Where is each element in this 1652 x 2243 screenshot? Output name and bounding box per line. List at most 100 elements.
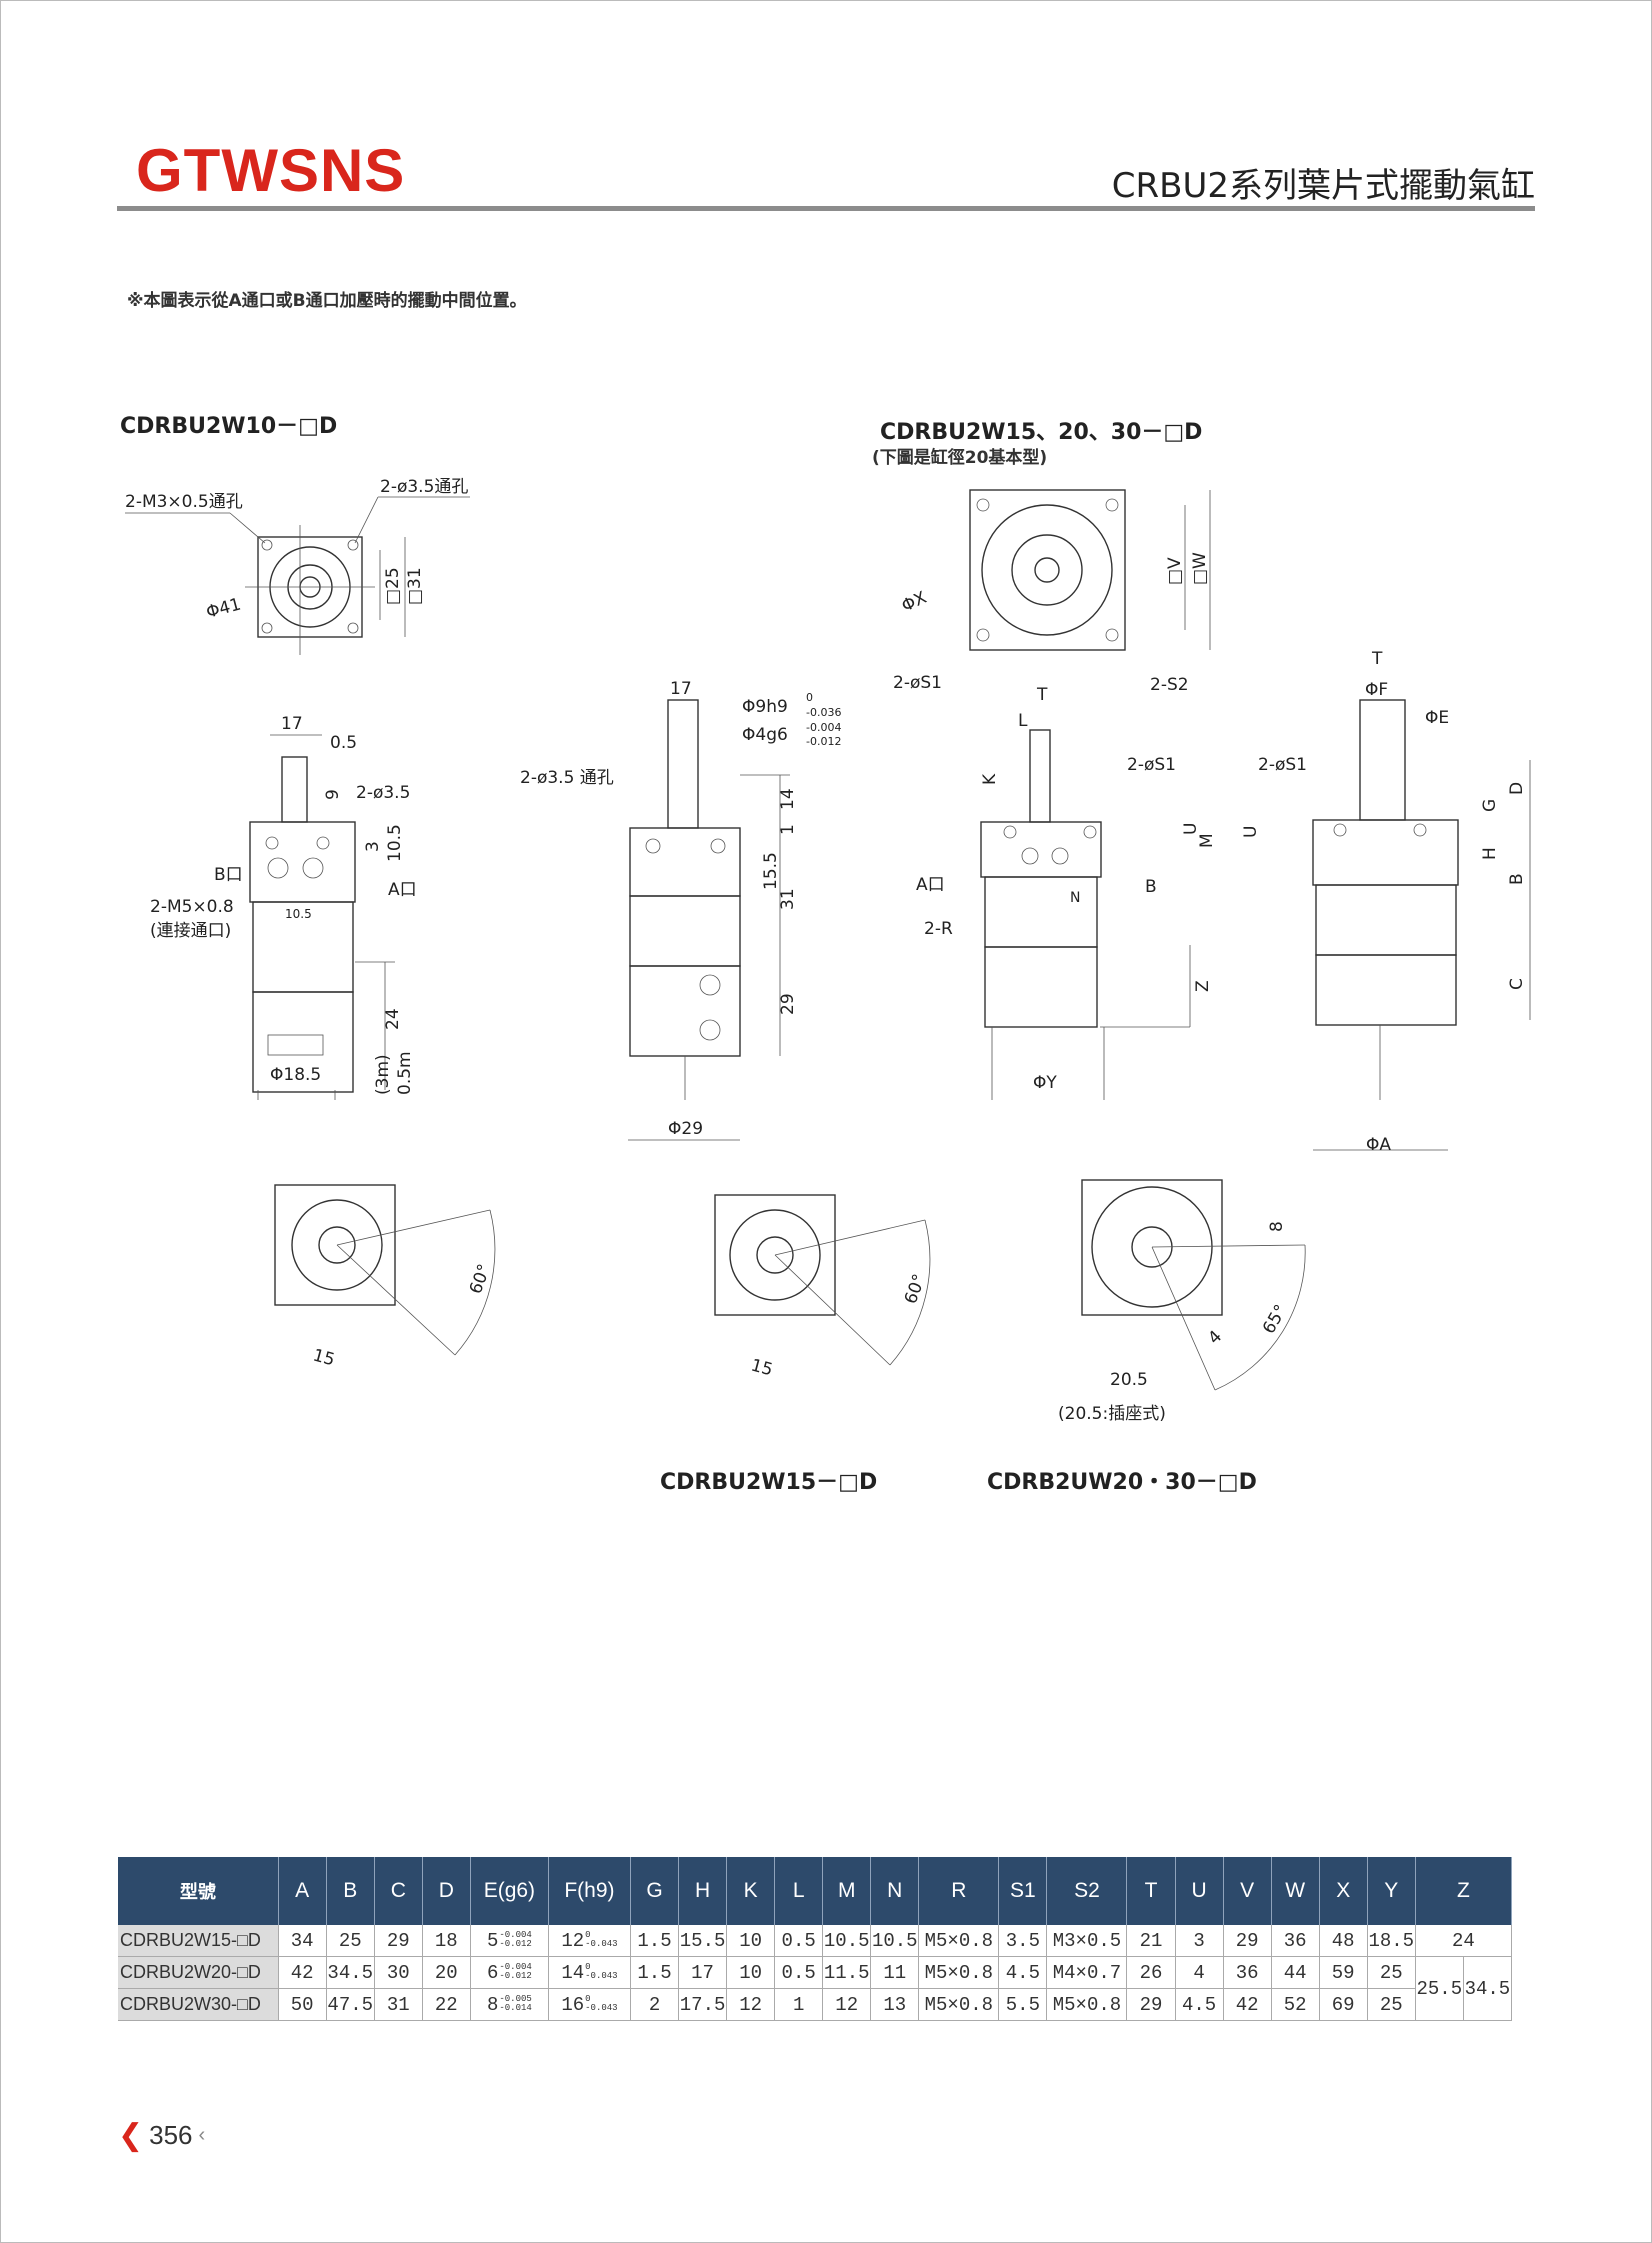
column-header: V: [1223, 1857, 1272, 1925]
label: 0: [806, 691, 813, 704]
table-cell: 59: [1319, 1956, 1368, 1989]
table-cell: 12: [822, 1988, 872, 2021]
label: 15.5: [761, 852, 781, 890]
table-cell: 31: [374, 1988, 423, 2021]
table-cell: 1.5: [630, 1925, 680, 1957]
label: 9: [323, 789, 343, 800]
label: 8: [1267, 1221, 1287, 1232]
nominal-value: 12: [561, 1929, 585, 1952]
model-cell: CDRBU2W30-□D: [118, 1988, 279, 2021]
label: 31: [778, 888, 798, 910]
label: C: [1507, 978, 1527, 990]
label: 2-ø3.5: [356, 783, 410, 803]
table-cell: 3: [1175, 1925, 1224, 1957]
label: (3m): [373, 1054, 393, 1095]
table-cell: 52: [1271, 1988, 1320, 2021]
table-cell: 29: [1126, 1988, 1176, 2021]
label: □25: [383, 567, 403, 605]
nominal-value: 6: [486, 1961, 499, 1984]
table-cell: 29: [374, 1925, 423, 1957]
model-title-w15-20-30: CDRBU2W15、20、30－□D: [880, 420, 1203, 445]
tolerance: -0.004-0.012: [499, 1963, 531, 1981]
tolerance-lo: -0.043: [585, 1971, 618, 1982]
spec-table: 型號 A B C D E(g6) F(h9) G H K L M N R S1 …: [118, 1857, 1513, 2021]
table-cell: 1.5: [630, 1956, 680, 1989]
label: A口: [916, 875, 945, 895]
label: □V: [1165, 557, 1185, 585]
brand-logo: GTWSNS: [136, 137, 406, 204]
model-subtitle: (下圖是缸徑20基本型): [872, 448, 1048, 468]
column-header: Y: [1367, 1857, 1416, 1925]
label: 2-ø3.5 通孔: [520, 768, 614, 788]
label: B口: [214, 865, 243, 885]
table-cell: 10: [726, 1925, 776, 1957]
column-header: B: [326, 1857, 375, 1925]
table-cell: 25: [1367, 1988, 1416, 2021]
table-cell: 10: [726, 1956, 776, 1989]
tolerance: -0.004-0.012: [499, 1931, 531, 1949]
drawing-bottom-view-w20-30: 8 65° 4 20.5 (20.5:插座式): [1058, 1179, 1306, 1424]
label: M: [1197, 833, 1217, 848]
column-header: H: [678, 1857, 728, 1925]
model-cell: CDRBU2W15-□D: [118, 1925, 279, 1957]
label: 2-M5×0.8: [150, 897, 234, 917]
label: ΦE: [1425, 708, 1449, 728]
table-cell: 25: [326, 1925, 375, 1957]
model-title-w15: CDRBU2W15－□D: [660, 1470, 878, 1495]
column-header: 型號: [118, 1857, 279, 1925]
column-header: M: [822, 1857, 872, 1925]
table-cell: 30: [374, 1956, 423, 1989]
drawing-w10-top-view: 2-M3×0.5通孔 2-ø3.5通孔 Φ41 □25 □31: [125, 477, 470, 655]
column-header: C: [374, 1857, 423, 1925]
table-cell: 48: [1319, 1925, 1368, 1957]
nominal-value: 14: [561, 1961, 585, 1984]
tolerance-lo: -0.012: [499, 1939, 532, 1950]
drawing-bottom-view-w10: 60° 15: [274, 1184, 496, 1371]
table-cell: 18.5: [1367, 1925, 1416, 1957]
table-cell: 18: [422, 1925, 471, 1957]
tolerance-lo: -0.012: [499, 1971, 532, 1982]
table-cell: 36: [1271, 1925, 1320, 1957]
nominal-value: 5: [486, 1929, 499, 1952]
drawing-w20-top-view: ΦX □V □W 2-øS1 2-S2: [893, 489, 1211, 695]
column-header: K: [726, 1857, 776, 1925]
label: 20.5: [1110, 1370, 1148, 1390]
label: U: [1181, 823, 1201, 835]
column-header: X: [1319, 1857, 1368, 1925]
column-header: G: [630, 1857, 680, 1925]
label: Φ29: [668, 1119, 703, 1139]
nominal-value: 8: [486, 1993, 499, 2016]
table-cell: 24: [1415, 1925, 1513, 1957]
label: 10.5: [285, 907, 312, 921]
label: A口: [388, 880, 417, 900]
chevron-left-small-icon: ‹: [198, 2124, 206, 2146]
column-header: F(h9): [548, 1857, 632, 1925]
label: Φ41: [204, 594, 243, 622]
table-cell: 34.5: [1463, 1956, 1513, 2021]
table-cell: 47.5: [326, 1988, 375, 2021]
table-cell: 13: [870, 1988, 920, 2021]
column-header: T: [1126, 1857, 1176, 1925]
label: 2-øS1: [893, 673, 942, 693]
table-cell: 4: [1175, 1956, 1224, 1989]
drawing-note: ※本圖表示從A通口或B通口加壓時的擺動中間位置。: [127, 291, 527, 311]
tolerance-cell: 6-0.004-0.012: [470, 1956, 549, 1989]
label: K: [980, 773, 1000, 785]
table-cell: 25: [1367, 1956, 1416, 1989]
tolerance-up: -0.004: [499, 1962, 532, 1973]
page-number: ❮ 356 ‹: [118, 2118, 205, 2153]
label: 3: [363, 841, 383, 852]
table-cell: 26: [1126, 1956, 1176, 1989]
tolerance: -0.005-0.014: [499, 1995, 531, 2013]
page-title: CRBU2系列葉片式擺動氣缸: [1111, 166, 1535, 206]
table-cell: M5×0.8: [918, 1925, 1000, 1957]
label: H: [1480, 847, 1500, 860]
label: -0.012: [806, 735, 841, 748]
table-cell: 20: [422, 1956, 471, 1989]
label: ΦY: [1033, 1073, 1057, 1093]
label: 15: [311, 1346, 337, 1371]
label: 2-M3×0.5通孔: [125, 492, 243, 512]
table-cell: 36: [1223, 1956, 1272, 1989]
